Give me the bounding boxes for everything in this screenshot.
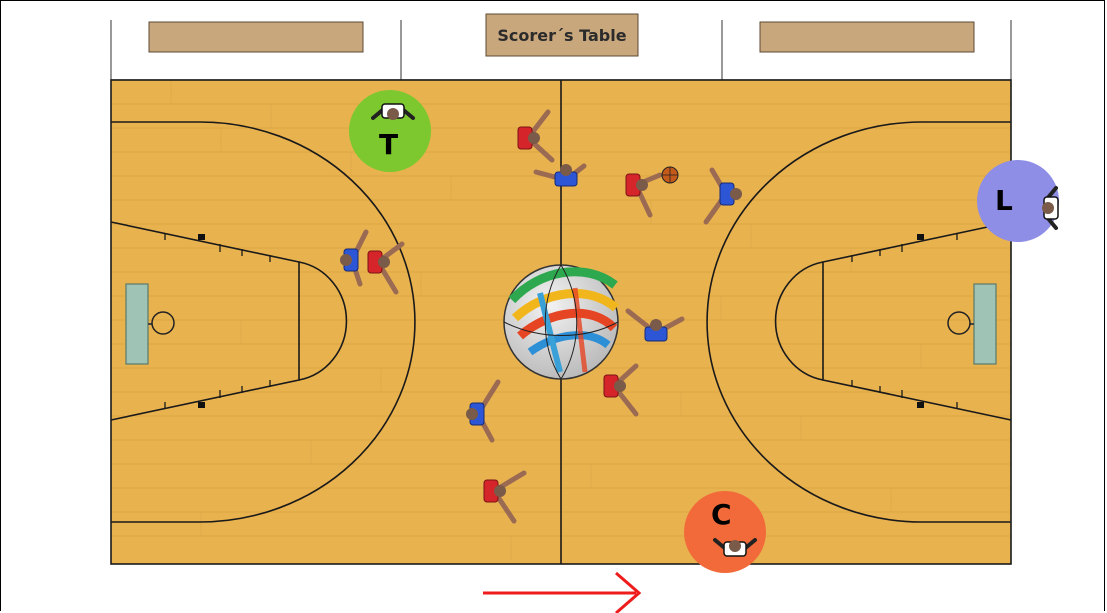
- game-ball-icon: [662, 167, 678, 183]
- bench-area: [111, 14, 1011, 80]
- scorer-table: [486, 14, 638, 56]
- official-trail-letter: T: [379, 128, 398, 161]
- official-center-letter: C: [711, 498, 732, 531]
- official-lead-letter: L: [995, 184, 1013, 217]
- official-lead-marker: [977, 160, 1059, 242]
- center-logo-ball-icon: [504, 265, 618, 379]
- team-bench-right: [760, 22, 974, 52]
- team-bench-left: [149, 22, 363, 52]
- right-arrow-icon: [483, 573, 639, 613]
